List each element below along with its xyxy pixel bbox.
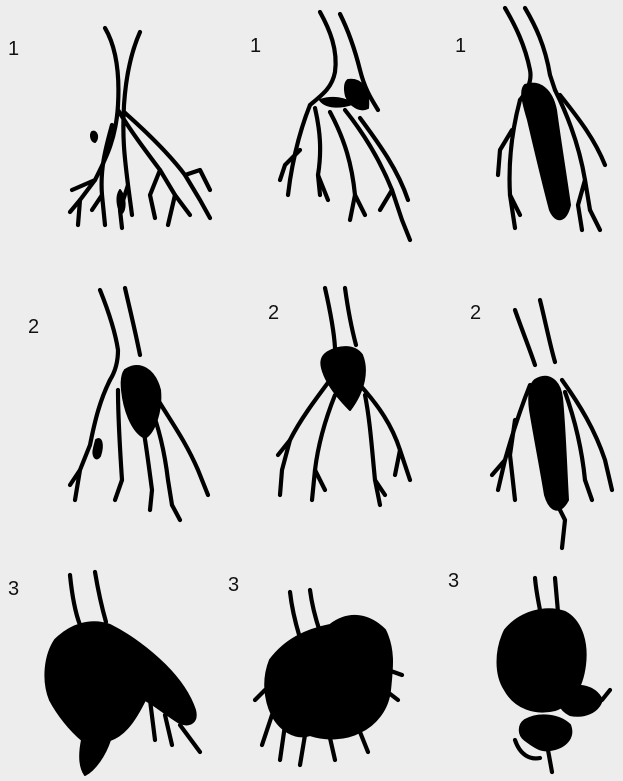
vessel-drawing-r3c2 — [255, 590, 402, 765]
vessel-drawing-r1c1 — [70, 28, 210, 228]
vessel-drawing-r3c3 — [498, 578, 611, 772]
vessel-drawing-r1c3 — [498, 8, 605, 230]
vessel-drawing-r1c2 — [280, 12, 410, 240]
vessel-drawing-r2c2 — [278, 288, 410, 505]
vessel-drawing-r2c1 — [70, 288, 208, 520]
vessel-drawing-r3c1 — [45, 572, 200, 775]
vessel-drawing-r2c3 — [492, 300, 612, 548]
